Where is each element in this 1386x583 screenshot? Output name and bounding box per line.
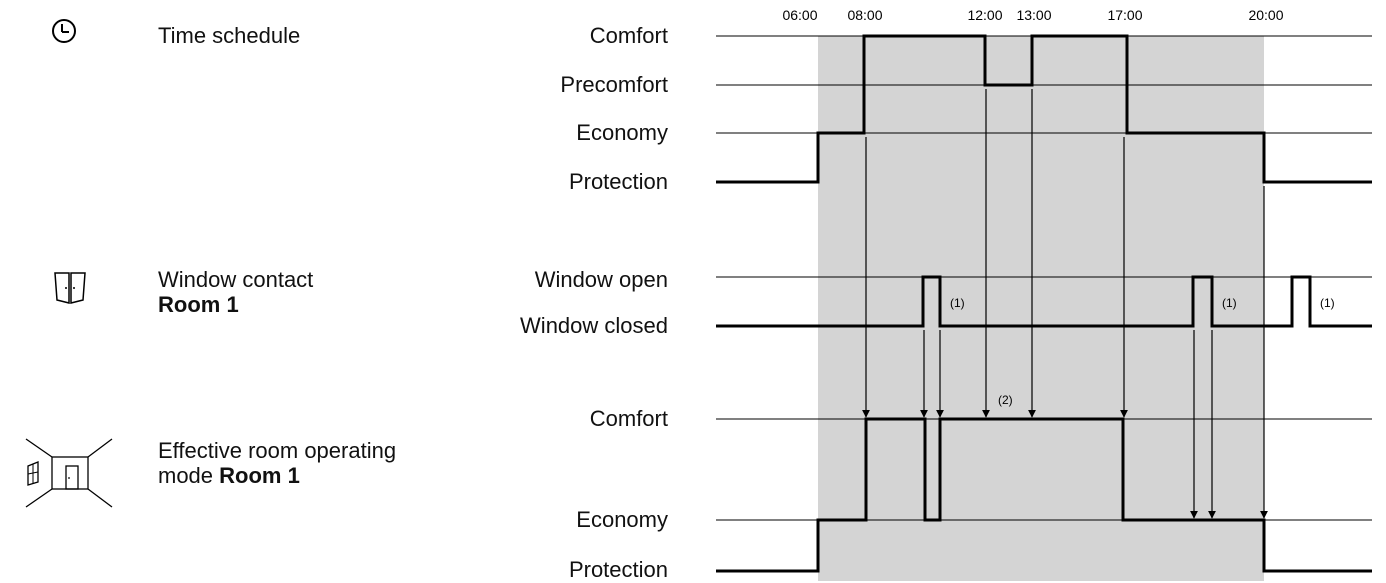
window-contact-icon [54,272,86,304]
effective-mode-waveform [716,417,1372,573]
cause-arrows [862,89,1268,519]
window-title: Window contact [158,267,314,292]
schedule-waveform [716,34,1372,184]
level-label-schedule-precomfort: Precomfort [560,72,668,97]
level-label-effective-economy: Economy [576,507,668,532]
time-label: 12:00 [967,7,1002,23]
effective-room-label: Room 1 [219,463,300,488]
schedule-title: Time schedule [158,23,301,48]
level-label-effective-comfort: Comfort [589,406,668,431]
time-label: 17:00 [1107,7,1142,23]
time-label: 08:00 [847,7,882,23]
level-label-schedule-comfort: Comfort [589,23,668,48]
room-icon [25,438,113,508]
level-label-window-open: Window open [534,267,668,292]
time-label: 20:00 [1248,7,1283,23]
clock-icon [52,19,76,43]
window-contact-waveform [716,275,1372,328]
effective-title-line2: mode Room 1 [158,463,300,489]
note-2: (2) [998,393,1013,407]
level-label-window-closed: Window closed [520,313,668,338]
effective-title: Effective room operating [158,438,397,463]
time-label: 13:00 [1016,7,1051,23]
note-1: (1) [1222,296,1237,310]
effective-mode-word: mode [158,463,220,488]
occupied-time-band [818,36,1264,581]
note-1: (1) [1320,296,1335,310]
level-label-schedule-protection: Protection [568,169,668,194]
level-label-effective-protection: Protection [568,557,668,582]
time-label: 06:00 [782,7,817,23]
level-label-schedule-economy: Economy [576,120,668,145]
window-room-label: Room 1 [158,292,239,317]
note-1: (1) [950,296,965,310]
